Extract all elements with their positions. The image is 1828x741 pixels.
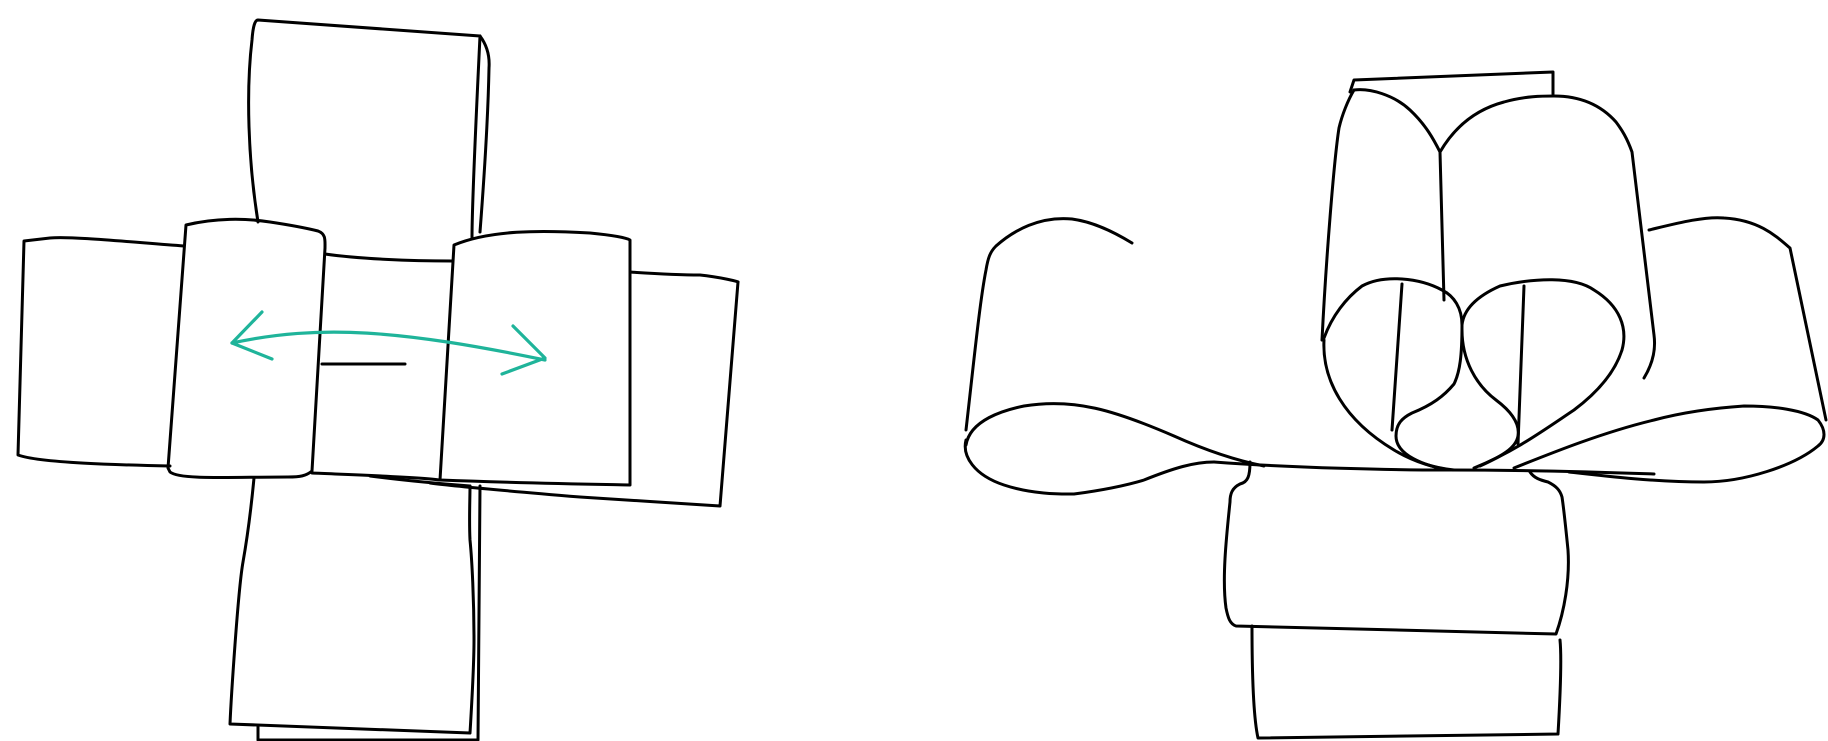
net-middle-strip <box>323 252 454 263</box>
folded-left-tall-side <box>1320 88 1356 342</box>
net-top-panel <box>247 18 482 240</box>
net-right-panel <box>428 270 740 508</box>
folded-inner-left-loop <box>1322 277 1464 472</box>
folded-left-tall-loop <box>1352 88 1556 154</box>
folded-lower-body <box>1222 460 1570 636</box>
folded-base-rim <box>1212 460 1656 476</box>
folded-inner-right-loop <box>1460 278 1626 470</box>
folded-top-flap <box>1348 70 1555 96</box>
fold-arrow-left-head <box>230 310 274 361</box>
net-right-center-panel <box>438 229 632 487</box>
net-top-panel-edge <box>478 34 491 234</box>
flat-net-figure <box>16 18 740 741</box>
folded-left-loop-base <box>963 438 1216 496</box>
net-bottom-panel <box>228 476 476 735</box>
net-left-panel <box>16 236 186 468</box>
net-left-center-panel <box>166 217 327 480</box>
folded-left-loop <box>964 217 1134 432</box>
fold-arrow-curve <box>230 330 547 362</box>
net-bottom-panel-lip <box>256 484 482 741</box>
folded-shape-figure <box>963 70 1828 740</box>
folded-inner-right-curve <box>1460 328 1520 468</box>
net-bottom-fold <box>368 474 472 488</box>
folded-inner-left-line <box>1390 282 1404 432</box>
folded-bottom-block <box>1250 624 1563 740</box>
folded-left-loop-band <box>964 402 1266 468</box>
folded-inner-right-line <box>1516 284 1526 446</box>
fold-arrow-right-head <box>500 324 547 376</box>
folded-left-tall-inner <box>1438 150 1446 302</box>
net-middle-strip-bottom <box>310 471 442 482</box>
folded-right-tall-loop <box>1552 94 1656 380</box>
folded-right-loop <box>1647 216 1828 422</box>
folded-right-loop-band <box>1512 404 1826 484</box>
folded-inner-left-curve <box>1322 338 1456 472</box>
